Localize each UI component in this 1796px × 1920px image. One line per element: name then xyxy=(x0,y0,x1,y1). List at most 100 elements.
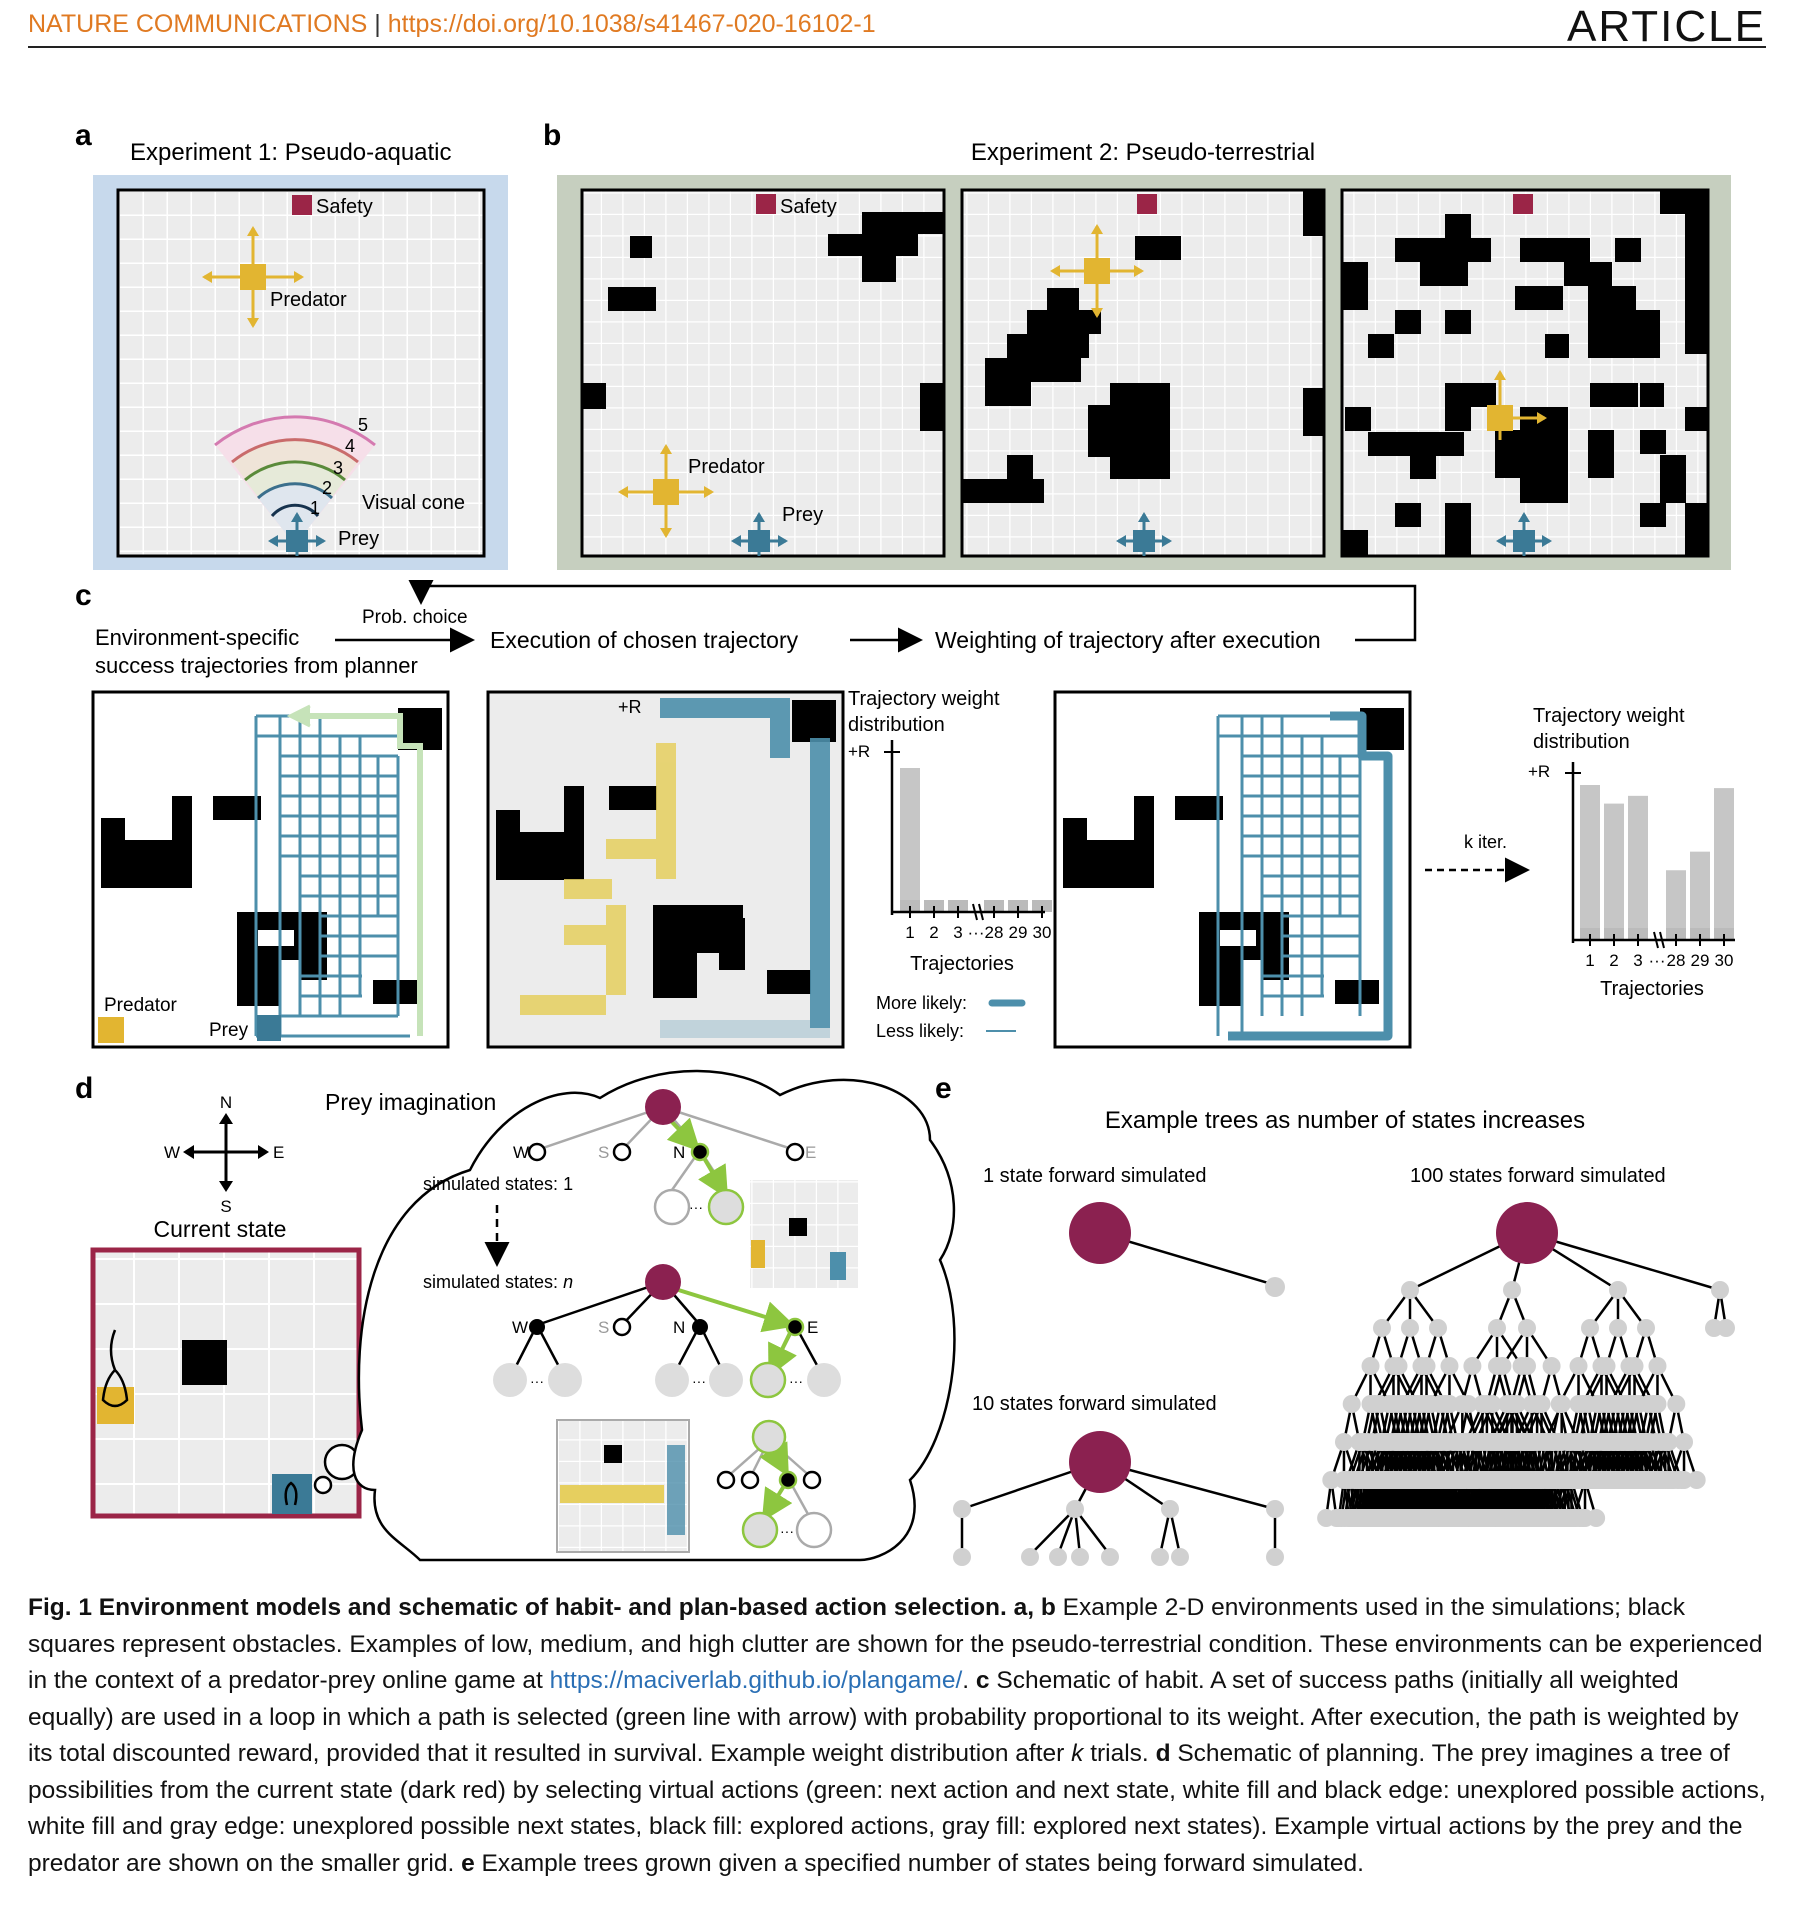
tick-label: 1 xyxy=(905,923,914,942)
tree-node xyxy=(1069,1202,1131,1264)
tree-n-bottom: N xyxy=(673,1318,685,1337)
ellipsis-top: ··· xyxy=(689,1199,703,1215)
caption-link[interactable]: https://maciverlab.github.io/plangame/ xyxy=(549,1667,963,1694)
predator-swatch xyxy=(98,1017,124,1043)
ellipsis-b1: ··· xyxy=(530,1373,544,1389)
compass-w: W xyxy=(164,1143,180,1162)
tree-edge xyxy=(1526,1231,1721,1292)
tree-node xyxy=(1496,1202,1558,1264)
tree-node xyxy=(1578,1395,1597,1413)
tree-node xyxy=(1675,1433,1694,1451)
tree-node xyxy=(1530,1471,1549,1489)
tree-node xyxy=(1569,1357,1588,1375)
tree-node xyxy=(1429,1319,1447,1337)
tree-node xyxy=(1322,1471,1341,1489)
tree-node xyxy=(1628,1471,1647,1489)
dist-title-2: distribution xyxy=(848,714,945,736)
tree-node xyxy=(1491,1433,1510,1451)
panel-a-title: Experiment 1: Pseudo-aquatic xyxy=(130,139,452,166)
tree-node xyxy=(1640,1433,1659,1451)
tick-label: ··· xyxy=(1649,951,1666,970)
dist-title-2b: distribution xyxy=(1533,731,1630,753)
tree-node xyxy=(1558,1471,1577,1489)
tree-node xyxy=(1265,1277,1285,1297)
tree-node xyxy=(1171,1548,1189,1566)
tree-node xyxy=(1581,1319,1599,1337)
panel-d: d N S W E Current state Prey imagination xyxy=(75,1069,956,1562)
journal-name: NATURE COMMUNICATIONS xyxy=(28,10,368,38)
tree-node xyxy=(1390,1433,1409,1451)
tree10-label: 10 states forward simulated xyxy=(972,1393,1217,1415)
bar xyxy=(1604,803,1624,940)
tree-node xyxy=(1621,1433,1640,1451)
prob-choice-label: Prob. choice xyxy=(362,607,468,628)
tree-node xyxy=(1609,1319,1627,1337)
tree-edge xyxy=(1029,1508,1076,1556)
journal-header: NATURE COMMUNICATIONS | https://doi.org/… xyxy=(28,10,876,39)
tree-node xyxy=(1066,1500,1084,1518)
prey-trail xyxy=(660,698,830,1038)
prey-swatch xyxy=(257,1015,281,1041)
predator-marker xyxy=(202,226,304,328)
safety-label: Safety xyxy=(316,196,373,218)
tick-label: 29 xyxy=(1009,923,1028,942)
tree-node xyxy=(1625,1357,1644,1375)
predator-label: Predator xyxy=(270,289,347,311)
predator-label-c: Predator xyxy=(104,995,178,1016)
cone-level-4: 4 xyxy=(345,436,355,456)
plus-r-label-box: +R xyxy=(618,697,642,717)
prey-label: Prey xyxy=(338,528,379,550)
compass-s: S xyxy=(220,1197,231,1216)
caption-c-text: Schematic of habit. A set of success pat… xyxy=(28,1667,1739,1767)
bar xyxy=(1690,851,1710,940)
tree-node xyxy=(1532,1395,1551,1413)
tree-node xyxy=(1662,1471,1681,1489)
tree-e-top: E xyxy=(805,1143,816,1162)
x-axis-label-2: Trajectories xyxy=(1600,978,1704,1000)
ellipsis-small: ··· xyxy=(780,1523,794,1539)
mini-grid-1 xyxy=(750,1180,858,1288)
tree-n-top: N xyxy=(673,1143,685,1162)
env-low-clutter: Safety Predator Prey xyxy=(580,188,946,558)
panel-d-label: d xyxy=(75,1072,93,1105)
tree-node xyxy=(1350,1471,1369,1489)
prey-cell xyxy=(272,1474,312,1514)
tree-node xyxy=(1071,1548,1089,1566)
weighted-box xyxy=(1053,690,1412,1049)
dist-title-1: Trajectory weight xyxy=(848,688,1000,710)
prey-imagination-label: Prey imagination xyxy=(325,1089,496,1115)
tree-node xyxy=(1609,1471,1628,1489)
doi-link[interactable]: https://doi.org/10.1038/s41467-020-16102… xyxy=(387,10,876,38)
tick-label: ··· xyxy=(968,923,985,942)
imagination-tree-top: ··· W S N E xyxy=(513,1089,816,1226)
tree-node xyxy=(1518,1357,1536,1375)
tree-node xyxy=(1488,1319,1506,1337)
tree-node xyxy=(1609,1281,1627,1299)
tree-node xyxy=(1509,1471,1528,1489)
bar xyxy=(900,768,920,912)
bar xyxy=(1628,795,1648,940)
panel-a: a Experiment 1: Pseudo-aquatic Safety Pr… xyxy=(75,119,508,570)
compass-e: E xyxy=(273,1143,284,1162)
tick-label: 30 xyxy=(1033,923,1052,942)
tree-node xyxy=(1389,1357,1408,1375)
obstacle-square xyxy=(182,1340,227,1385)
bars-after xyxy=(1580,785,1734,949)
tick-label: 28 xyxy=(985,923,1004,942)
predator-marker-b3 xyxy=(1487,370,1547,440)
tree-node xyxy=(1021,1548,1039,1566)
ellipsis-b2: ··· xyxy=(692,1373,706,1389)
caption-e-label: e xyxy=(461,1849,475,1877)
step2-text: Execution of chosen trajectory xyxy=(490,627,799,653)
cone-level-1: 1 xyxy=(310,498,320,518)
tree-node xyxy=(1542,1433,1561,1451)
predator-marker-b xyxy=(618,444,714,538)
ellipsis-b3: ··· xyxy=(789,1373,803,1389)
caption-k: k xyxy=(1071,1740,1084,1767)
imagination-tree-bottom: ··· ··· ··· W S N E xyxy=(493,1264,841,1399)
cone-level-5: 5 xyxy=(358,415,368,435)
compass-n: N xyxy=(220,1093,232,1112)
tree-node xyxy=(1598,1433,1617,1451)
